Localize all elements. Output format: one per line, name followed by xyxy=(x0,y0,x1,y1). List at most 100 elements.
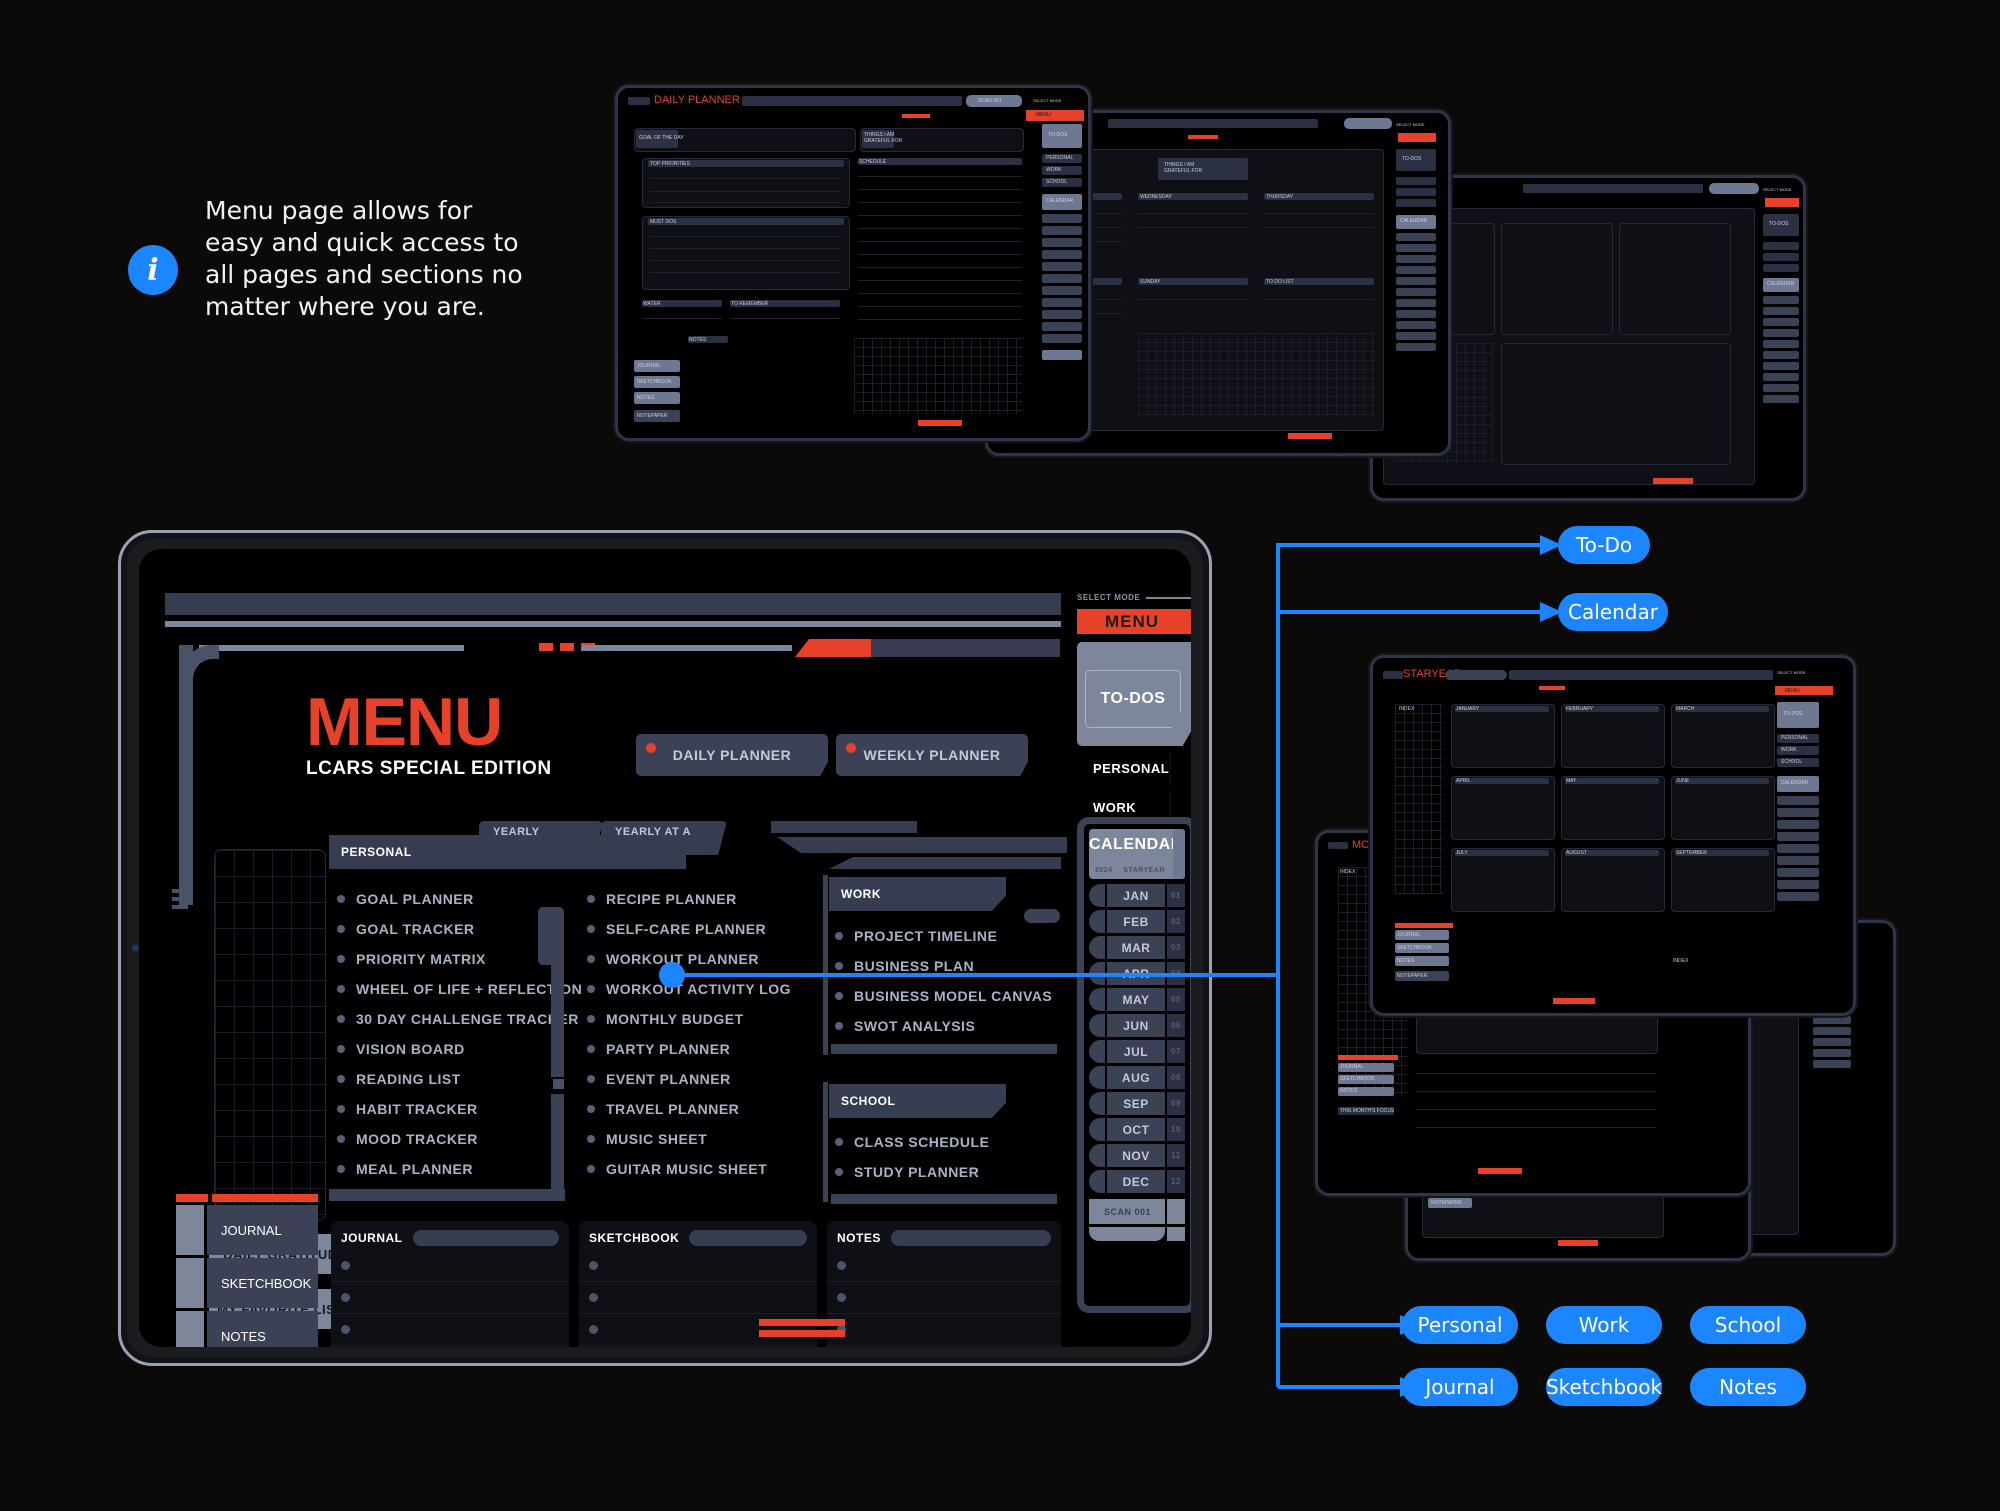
calendar-scan-row[interactable]: SCAN 001 xyxy=(1089,1199,1185,1224)
todos-panel[interactable]: TO-DOS xyxy=(1077,642,1191,746)
note-line[interactable] xyxy=(579,1250,817,1282)
menu-bar[interactable]: MENU xyxy=(1077,609,1191,634)
note-line[interactable] xyxy=(331,1314,569,1346)
calendar-footer-cap xyxy=(1167,1227,1185,1241)
section-header-school-label: SCHOOL xyxy=(841,1094,896,1108)
calendar-year-label: STARYEAR xyxy=(1123,867,1165,874)
bullet-icon xyxy=(837,1325,846,1334)
note-card-header: SKETCHBOOK xyxy=(579,1221,817,1250)
flow-button-notes[interactable]: Notes xyxy=(1690,1368,1806,1406)
list-item[interactable]: PROJECT TIMELINE xyxy=(835,921,1052,951)
personal-list-column-b: RECIPE PLANNER SELF-CARE PLANNER WORKOUT… xyxy=(587,884,791,1184)
list-item[interactable]: BUSINESS MODEL CANVAS xyxy=(835,981,1052,1011)
list-item[interactable]: WHEEL OF LIFE + REFLECTION xyxy=(337,974,582,1004)
list-item[interactable]: GOAL PLANNER xyxy=(337,884,582,914)
deco-inner-block-5 xyxy=(329,1189,565,1201)
list-item[interactable]: GOAL TRACKER xyxy=(337,914,582,944)
note-line[interactable] xyxy=(827,1314,1061,1346)
list-item[interactable]: PARTY PLANNER xyxy=(587,1034,791,1064)
note-card-journal-label: JOURNAL xyxy=(341,1231,403,1245)
work-left-rail xyxy=(823,875,828,1055)
list-item[interactable]: STUDY PLANNER xyxy=(835,1157,989,1187)
flow-button-calendar[interactable]: Calendar xyxy=(1558,593,1668,631)
list-item[interactable]: MOOD TRACKER xyxy=(337,1124,582,1154)
work-list: PROJECT TIMELINE BUSINESS PLAN BUSINESS … xyxy=(835,921,1052,1041)
list-item[interactable]: WORKOUT PLANNER xyxy=(587,944,791,974)
list-item[interactable]: CLASS SCHEDULE xyxy=(835,1127,989,1157)
note-card-journal[interactable]: JOURNAL xyxy=(331,1221,569,1347)
thumbnail-staryear[interactable]: STARYEAR SELECT MODE MENU INDEX JANUARY … xyxy=(1370,655,1856,1016)
note-line[interactable] xyxy=(827,1250,1061,1282)
bullet-icon xyxy=(589,1325,598,1334)
list-item[interactable]: SWOT ANALYSIS xyxy=(835,1011,1052,1041)
list-item[interactable]: MUSIC SHEET xyxy=(587,1124,791,1154)
flow-button-sketchbook[interactable]: Sketchbook xyxy=(1546,1368,1662,1406)
personal-list-column-a: GOAL PLANNER GOAL TRACKER PRIORITY MATRI… xyxy=(337,884,582,1184)
list-item[interactable]: MEAL PLANNER xyxy=(337,1154,582,1184)
tab-daily-planner[interactable]: DAILY PLANNER xyxy=(636,734,828,776)
left-nav-item-journal[interactable]: JOURNAL xyxy=(176,1205,318,1255)
left-nav-item-notes[interactable]: NOTES xyxy=(176,1311,318,1347)
month-name: JUL xyxy=(1107,1040,1165,1063)
list-item[interactable]: GUITAR MUSIC SHEET xyxy=(587,1154,791,1184)
note-card-title-field[interactable] xyxy=(412,1230,559,1246)
list-item[interactable]: TRAVEL PLANNER xyxy=(587,1094,791,1124)
list-item[interactable]: READING LIST xyxy=(337,1064,582,1094)
list-item[interactable]: VISION BOARD xyxy=(337,1034,582,1064)
month-number: 12 xyxy=(1167,1170,1185,1193)
thumbnail-daily-planner[interactable]: DAILY PLANNER SCAN 001 SELECT MODE MENU … xyxy=(615,85,1091,441)
list-item[interactable]: WORKOUT ACTIVITY LOG xyxy=(587,974,791,1004)
flow-button-journal[interactable]: Journal xyxy=(1402,1368,1518,1406)
list-item[interactable]: RECIPE PLANNER xyxy=(587,884,791,914)
tab-weekly-planner[interactable]: WEEKLY PLANNER xyxy=(836,734,1028,776)
header-rail-2 xyxy=(165,621,1061,627)
right-rail-item-personal[interactable]: PERSONAL xyxy=(1077,752,1191,785)
bullet-icon xyxy=(337,955,345,963)
note-line[interactable] xyxy=(827,1346,1061,1347)
left-nav-item-notes-label: NOTES xyxy=(207,1311,318,1347)
note-card-sketchbook-label: SKETCHBOOK xyxy=(589,1231,680,1245)
list-item[interactable]: 30 DAY CHALLENGE TRACKER xyxy=(337,1004,582,1034)
note-card-notes[interactable]: NOTES xyxy=(827,1221,1061,1347)
list-item[interactable]: SELF-CARE PLANNER xyxy=(587,914,791,944)
month-name: AUG xyxy=(1107,1066,1165,1089)
list-item[interactable]: HABIT TRACKER xyxy=(337,1094,582,1124)
flow-button-personal[interactable]: Personal xyxy=(1402,1306,1518,1344)
month-cap xyxy=(1089,1014,1105,1037)
list-item[interactable]: EVENT PLANNER xyxy=(587,1064,791,1094)
left-nav-item-sketchbook[interactable]: SKETCHBOOK xyxy=(176,1258,318,1308)
flow-button-work[interactable]: Work xyxy=(1546,1306,1662,1344)
note-line[interactable] xyxy=(331,1250,569,1282)
flow-button-to-do[interactable]: To-Do xyxy=(1558,526,1650,564)
list-item[interactable]: BUSINESS PLAN xyxy=(835,951,1052,981)
note-line[interactable] xyxy=(579,1346,817,1347)
note-card-sketchbook[interactable]: SKETCHBOOK xyxy=(579,1221,817,1347)
bullet-icon xyxy=(587,955,595,963)
note-line[interactable] xyxy=(331,1346,569,1347)
flow-button-school[interactable]: School xyxy=(1690,1306,1806,1344)
note-card-title-field[interactable] xyxy=(890,1230,1051,1246)
deco-inner-block-4 xyxy=(551,1094,564,1199)
bullet-icon xyxy=(337,985,345,993)
note-line[interactable] xyxy=(827,1282,1061,1314)
month-cap xyxy=(1089,910,1105,933)
note-line[interactable] xyxy=(579,1314,817,1346)
list-item[interactable]: MONTHLY BUDGET xyxy=(587,1004,791,1034)
note-card-title-field[interactable] xyxy=(689,1230,807,1246)
todos-button[interactable]: TO-DOS xyxy=(1085,670,1181,728)
note-line[interactable] xyxy=(579,1282,817,1314)
note-line[interactable] xyxy=(331,1282,569,1314)
list-item[interactable]: PRIORITY MATRIX xyxy=(337,944,582,974)
